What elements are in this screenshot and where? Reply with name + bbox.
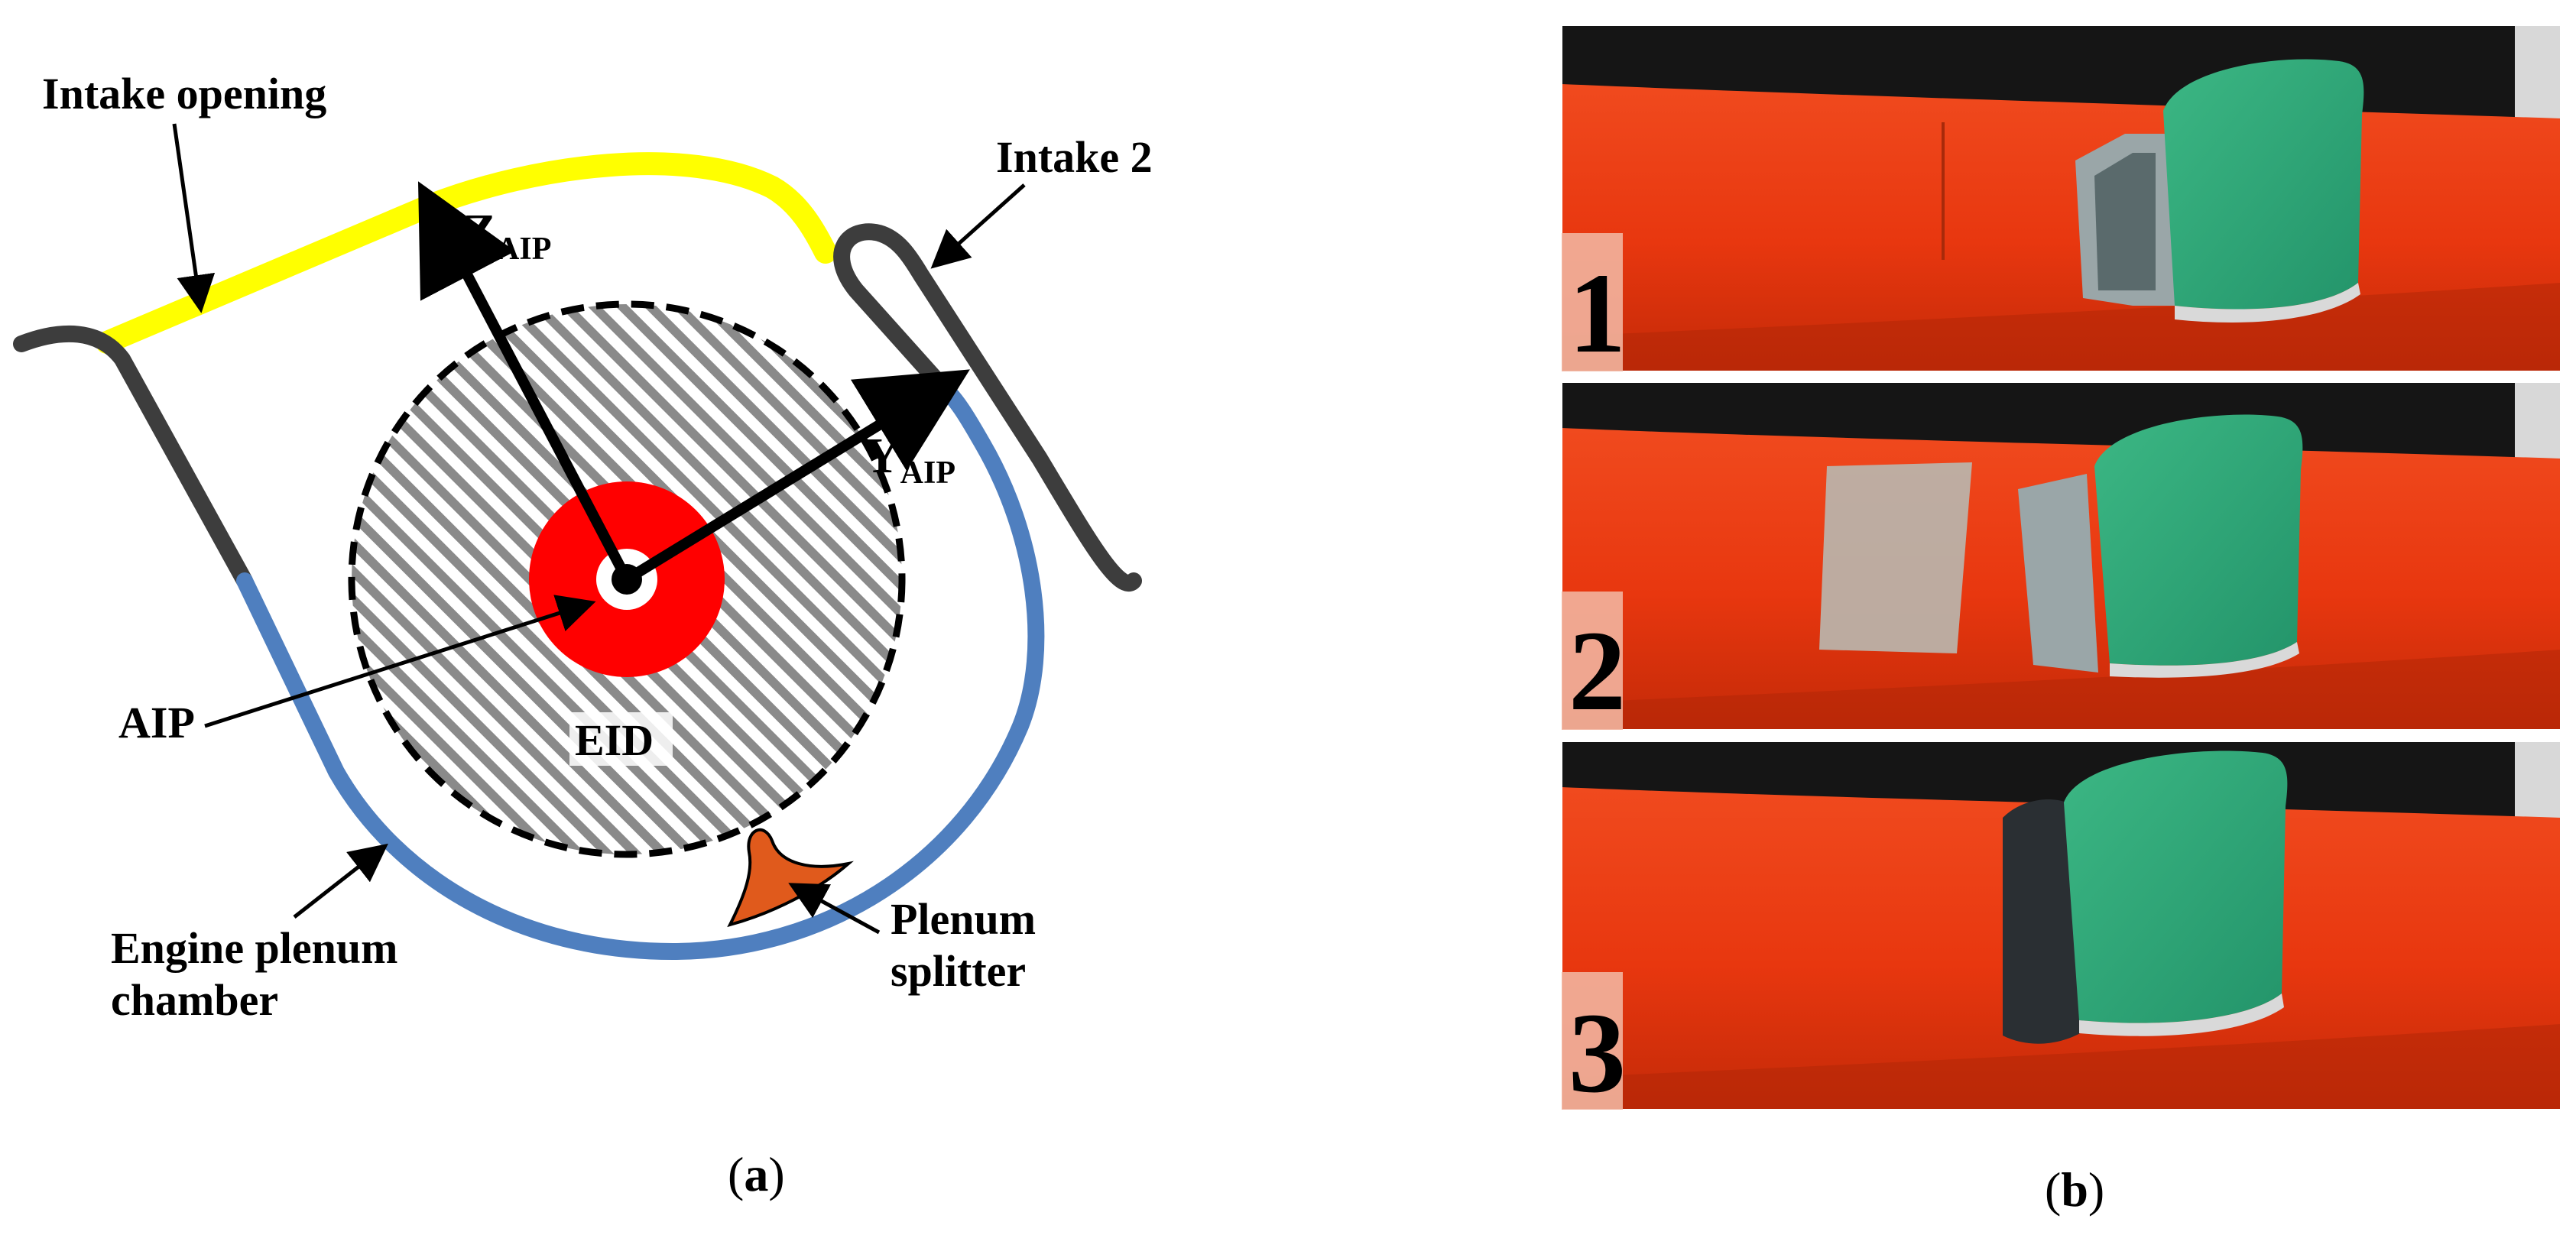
- panel-b-caption: (b): [2045, 1162, 2104, 1217]
- intake-2-leader: [930, 183, 1026, 269]
- photo-3-frame: [1561, 741, 2561, 1110]
- plenum-splitter-label-line2: splitter: [891, 946, 1026, 996]
- eid-label-bg: [569, 712, 673, 766]
- aip-label: AIP: [118, 698, 195, 747]
- eid-label: EID: [575, 715, 654, 765]
- z-axis-arrow: [418, 181, 632, 582]
- intake-2-wall: [833, 223, 1142, 592]
- photo-3-number-bg: [1562, 972, 1623, 1110]
- panel-a-schematic: Intake opening Intake 2 ZAIP YAIP AIP EI…: [13, 69, 1153, 1201]
- photo-1-frame: [1561, 24, 2561, 372]
- intake-left-wall: [13, 325, 253, 589]
- photo-3-number: 3: [1569, 990, 1626, 1117]
- intake-opening-leader: [172, 123, 216, 313]
- photo-2: [1562, 382, 2561, 730]
- aip-leader: [204, 595, 596, 728]
- z-axis-label: ZAIP: [462, 204, 551, 267]
- intake-opening-label: Intake opening: [42, 69, 326, 118]
- photo-2-number-bg: [1562, 592, 1623, 730]
- photo-2-frame: [1561, 381, 2561, 731]
- photo-2-number: 2: [1569, 608, 1626, 734]
- photo-1: [1562, 25, 2561, 371]
- photo-3: [1562, 741, 2561, 1110]
- plenum-chamber-leader: [293, 843, 388, 919]
- plenum-chamber-wall: [236, 378, 1045, 961]
- engine-plenum-label-line1: Engine plenum: [111, 923, 398, 973]
- y-axis-label: YAIP: [864, 428, 955, 491]
- plenum-splitter-label-line1: Plenum: [891, 894, 1036, 944]
- photo-1-number-bg: [1562, 233, 1623, 371]
- photo-1-number: 1: [1569, 250, 1626, 377]
- engine-plenum-label-line2: chamber: [111, 975, 278, 1025]
- plenum-splitter-leader: [788, 883, 881, 935]
- panel-a-caption: (a): [728, 1147, 785, 1201]
- panel-b-photos: 1 2 3 (b): [1561, 24, 2561, 1217]
- intake-2-label: Intake 2: [996, 132, 1153, 182]
- y-axis-arrow: [624, 369, 970, 584]
